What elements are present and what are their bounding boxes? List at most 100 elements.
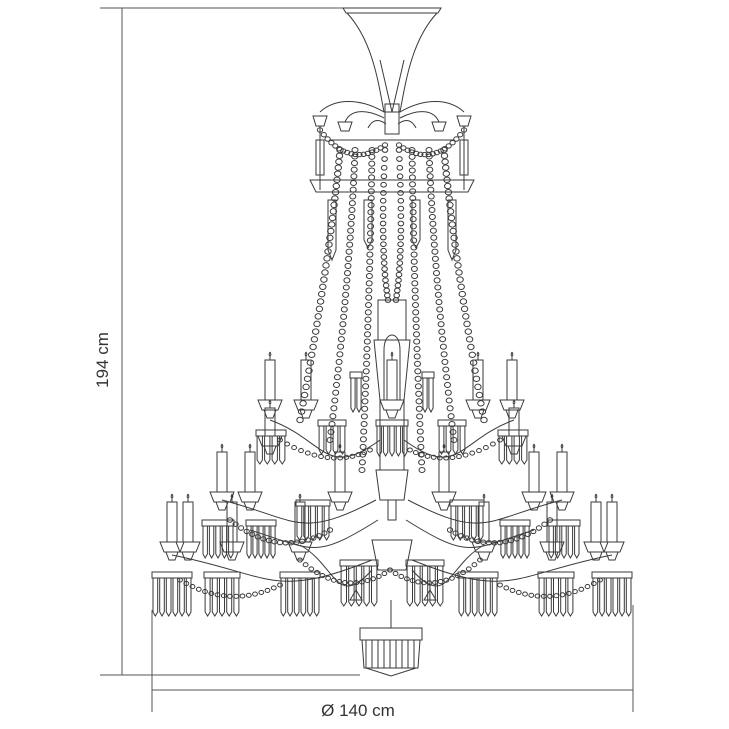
bead <box>447 413 455 420</box>
bead <box>462 313 470 320</box>
bead <box>414 375 422 382</box>
bead <box>350 179 357 187</box>
candle-arm <box>403 419 515 458</box>
bead <box>381 266 388 272</box>
bead <box>326 234 334 242</box>
bead <box>427 186 435 193</box>
bead <box>428 200 436 207</box>
bead <box>436 313 444 320</box>
bead <box>318 453 324 460</box>
bead <box>365 301 372 309</box>
bead <box>271 538 278 545</box>
bead <box>366 244 374 251</box>
bead <box>367 216 375 223</box>
bead <box>270 585 277 591</box>
candle <box>539 493 565 561</box>
bead <box>195 586 202 592</box>
bead <box>233 593 240 599</box>
bead <box>411 294 419 301</box>
bead <box>429 220 437 227</box>
bead <box>469 450 476 456</box>
bead <box>284 441 291 447</box>
bead <box>363 345 371 353</box>
prism-cluster <box>421 371 435 414</box>
bead <box>408 174 416 181</box>
bead <box>308 566 315 572</box>
central-stem <box>371 299 413 571</box>
bead <box>363 338 371 345</box>
bead <box>590 580 597 587</box>
bead <box>418 466 426 474</box>
bead <box>352 151 359 158</box>
bead <box>412 316 420 323</box>
bead <box>342 284 350 291</box>
bead <box>439 343 447 350</box>
bead <box>427 193 435 200</box>
bead <box>457 131 464 138</box>
bead <box>442 164 450 171</box>
bead <box>365 273 373 280</box>
bead <box>547 593 553 599</box>
bead <box>497 437 503 443</box>
bead <box>447 214 456 222</box>
bead <box>468 351 476 359</box>
bead <box>360 428 368 435</box>
bead <box>565 590 572 596</box>
bead <box>298 448 304 454</box>
bead <box>323 255 331 262</box>
bead <box>444 188 453 196</box>
bead <box>348 200 356 207</box>
bead <box>438 328 446 335</box>
bead <box>397 197 405 204</box>
bead <box>410 258 418 265</box>
bead <box>364 323 372 330</box>
bead <box>445 195 453 202</box>
bead <box>362 383 370 390</box>
bead <box>328 421 336 428</box>
bead <box>344 149 351 156</box>
bead <box>443 176 451 184</box>
bead <box>430 234 438 241</box>
bead <box>334 366 342 373</box>
bead <box>440 351 448 358</box>
bead <box>361 405 369 412</box>
bead <box>366 258 374 265</box>
bead <box>318 290 326 298</box>
bead <box>382 277 389 284</box>
candle <box>549 443 575 511</box>
bead <box>452 248 460 255</box>
bead <box>320 276 328 283</box>
bead <box>437 579 444 585</box>
bead <box>326 436 334 444</box>
candle <box>379 351 405 419</box>
bead <box>444 381 451 388</box>
bead <box>332 143 339 149</box>
bead <box>416 420 424 428</box>
bead <box>189 584 196 590</box>
bead <box>368 167 376 174</box>
bead <box>321 269 329 276</box>
bead <box>412 450 419 456</box>
bead <box>397 190 404 196</box>
bead <box>365 287 373 294</box>
bead <box>409 188 417 195</box>
candle <box>159 493 185 561</box>
bead <box>541 521 548 527</box>
bead <box>328 139 335 146</box>
bead <box>358 459 366 466</box>
bead <box>342 291 350 298</box>
bead <box>457 283 465 291</box>
candle <box>237 443 263 511</box>
bead <box>497 582 503 588</box>
bead <box>310 336 319 343</box>
bead <box>437 321 445 328</box>
bead <box>410 251 418 258</box>
bead <box>435 299 443 306</box>
bead <box>346 241 354 248</box>
bead <box>515 589 522 595</box>
bead <box>368 174 376 181</box>
bead <box>381 156 388 162</box>
bead <box>429 227 437 234</box>
bead <box>367 447 373 453</box>
bead <box>367 188 375 195</box>
